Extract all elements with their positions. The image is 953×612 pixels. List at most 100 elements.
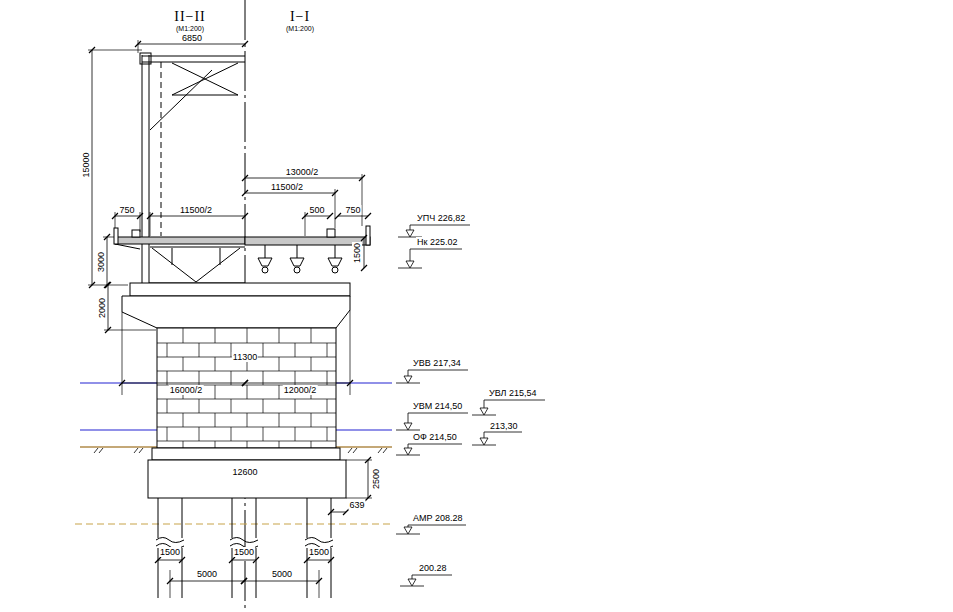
masonry-joint: [215, 385, 216, 399]
elevation-label: 213,30: [489, 421, 519, 431]
footing: [148, 460, 346, 498]
dimension-line: [365, 213, 371, 219]
dimension-label: 750: [344, 205, 361, 215]
elevation-label: УВВ 217,34: [412, 358, 462, 368]
extension-line: [319, 570, 320, 598]
dimension-line: [242, 175, 248, 181]
dimension-line: [365, 495, 371, 501]
dimension-line: [179, 557, 185, 563]
girder-bearing: [332, 267, 338, 273]
dimension-line: [316, 578, 322, 584]
masonry-joint: [157, 399, 336, 400]
extension-line: [88, 50, 142, 51]
dimension-line: [89, 282, 95, 288]
elevation-mark: [480, 438, 488, 445]
dimension-line: [364, 238, 365, 268]
pier-cap: [130, 283, 350, 296]
dimension-line: [302, 213, 308, 219]
dimension-line: [359, 175, 365, 181]
masonry-joint: [247, 328, 248, 343]
dimension-line: [167, 578, 173, 584]
elevation-mark: [408, 444, 462, 448]
dimension-line: [112, 213, 118, 219]
dimension-line: [242, 213, 248, 219]
footing: [148, 448, 346, 498]
masonry-joint: [199, 399, 200, 413]
pier-cap: [122, 296, 350, 328]
pile: [307, 498, 331, 598]
dimension-label: 2500: [371, 468, 381, 490]
pile: [158, 498, 182, 598]
footing: [152, 448, 340, 460]
elevation-label: УПЧ 226,82: [416, 213, 466, 223]
masonry-joint: [263, 399, 264, 413]
dimension-label: 500: [308, 205, 325, 215]
dimension-line: [328, 509, 334, 515]
dimension-label: 3000: [96, 251, 106, 273]
dimension-line: [89, 47, 95, 53]
masonry-joint: [295, 427, 296, 441]
dimension-line: [158, 560, 182, 561]
dimension-line: [242, 41, 248, 47]
masonry-joint: [183, 328, 184, 343]
dimension-line: [104, 282, 110, 288]
extension-line: [103, 237, 114, 238]
section-title: I−I: [289, 9, 311, 24]
dimension-label: 16000/2: [169, 385, 204, 395]
masonry-joint: [327, 343, 328, 357]
deck-slab: [114, 228, 118, 244]
elevation-label: УВЛ 215,54: [488, 388, 538, 398]
girder-bearing: [258, 245, 342, 266]
elevation-mark: [410, 225, 470, 230]
dimension-label: 12600: [231, 467, 258, 477]
dimension-line: [108, 285, 109, 330]
elevation-label: УВМ 214,50: [412, 401, 463, 411]
masonry-joint: [311, 413, 312, 427]
elevation-mark: [480, 408, 488, 415]
dimension-line: [244, 581, 319, 582]
dimension-label: 1500: [159, 547, 181, 557]
dimension-line: [328, 557, 334, 563]
dimension-line: [331, 512, 346, 513]
pier-cap: [122, 283, 350, 328]
masonry-joint: [279, 441, 280, 448]
centerline: [161, 62, 162, 236]
elevation-mark: [484, 432, 522, 438]
dimension-line: [242, 380, 248, 386]
deck-slab: [327, 229, 335, 237]
dimension-label: 11500/2: [179, 205, 213, 215]
masonry-joint: [231, 427, 232, 441]
masonry-joint: [215, 357, 216, 371]
truss-frame: [142, 55, 143, 284]
dimension-line: [361, 265, 367, 271]
masonry-joint: [311, 357, 312, 371]
section-title: II−II: [173, 9, 207, 24]
dimension-label: 5000: [271, 569, 293, 579]
masonry-joint: [157, 427, 336, 428]
pile: [156, 498, 333, 598]
truss-frame: [142, 62, 245, 63]
masonry-joint: [247, 413, 248, 427]
dimension-label: 2000: [97, 297, 107, 319]
truss-frame: [172, 95, 238, 96]
elevation-mark: [410, 249, 462, 261]
masonry-joint: [279, 413, 280, 427]
masonry-joint: [215, 328, 216, 343]
masonry-joint: [183, 357, 184, 371]
truss-frame: [172, 248, 173, 265]
dimension-line: [138, 44, 245, 45]
dimension-line: [368, 460, 369, 498]
dimension-line: [338, 216, 368, 217]
elevation-mark: [484, 400, 545, 408]
elevation-label: 200.28: [418, 563, 448, 573]
dimension-line: [245, 383, 350, 384]
masonry-joint: [157, 371, 336, 372]
deck-slab: [114, 226, 370, 249]
elevation-mark: [412, 575, 452, 579]
dimension-line: [92, 50, 93, 285]
masonry-joint: [311, 441, 312, 448]
masonry-joint: [167, 343, 168, 357]
elevation-label: ОФ 214,50: [412, 432, 458, 442]
masonry-joint: [279, 385, 280, 399]
scale-note: (М1:200): [285, 25, 315, 33]
